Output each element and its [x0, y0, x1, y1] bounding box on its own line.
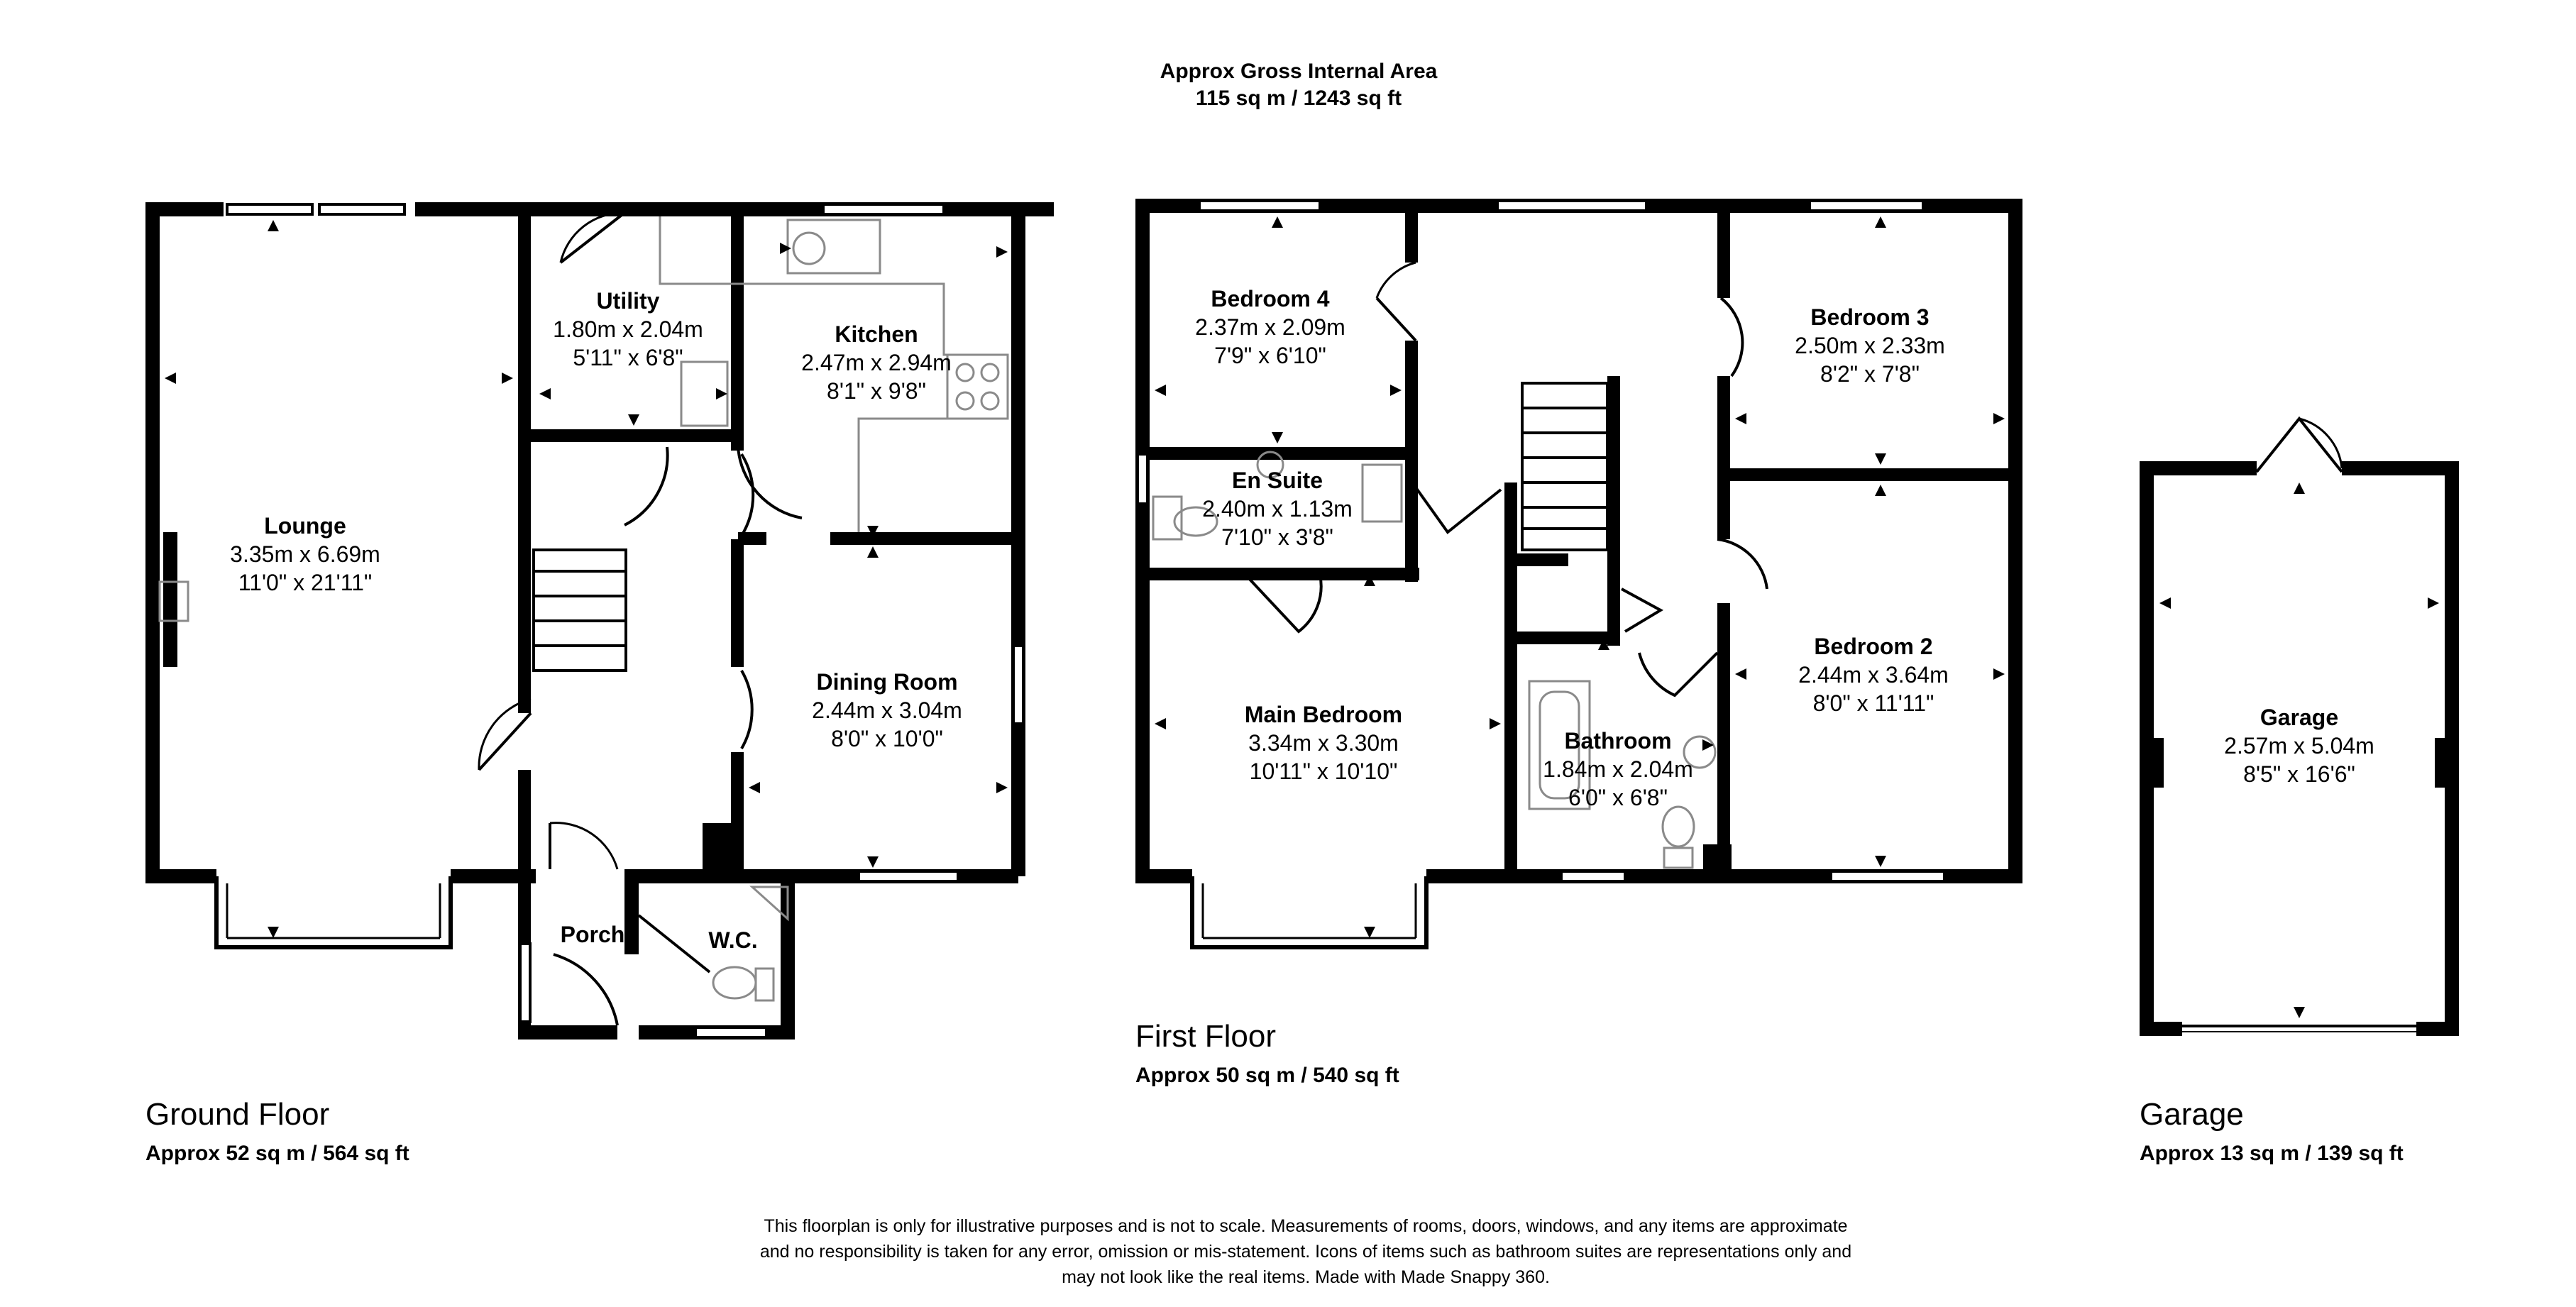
kitchen-name: Kitchen [835, 321, 918, 347]
first-windows [1136, 199, 1946, 883]
first-floor-area: Approx 50 sq m / 540 sq ft [1135, 1064, 1399, 1087]
wc-fixtures [712, 886, 789, 1002]
lounge-name: Lounge [264, 513, 346, 539]
dining-imperial: 8'0" x 10'0" [831, 726, 943, 751]
utility-name: Utility [597, 288, 660, 314]
first-floor-title: First Floor [1135, 1019, 1276, 1054]
garage-dimension-arrows [2159, 482, 2439, 1018]
garage-walls [2140, 461, 2459, 1036]
utility-metric: 1.80m x 2.04m [553, 316, 703, 342]
garage-doors [2182, 416, 2416, 1032]
garage-metric: 2.57m x 5.04m [2224, 733, 2374, 759]
garage-area: Approx 13 sq m / 139 sq ft [2140, 1142, 2404, 1165]
bathroom-metric: 1.84m x 2.04m [1543, 756, 1693, 782]
dining-name: Dining Room [816, 669, 957, 695]
wc-name: W.C. [708, 927, 757, 953]
disclaimer-line-3: may not look like the real items. Made w… [1062, 1267, 1550, 1287]
first-doors [1244, 261, 1768, 697]
bedroom4-name: Bedroom 4 [1211, 286, 1329, 311]
fireplace-icon [158, 580, 189, 622]
first-stairs [1521, 382, 1609, 551]
kitchen-imperial: 8'1" x 9'8" [827, 378, 926, 404]
kitchen-metric: 2.47m x 2.94m [801, 350, 952, 375]
bedroom2-name: Bedroom 2 [1814, 634, 1932, 659]
bedroom3-name: Bedroom 3 [1810, 304, 1929, 330]
bedroom4-metric: 2.37m x 2.09m [1195, 314, 1345, 340]
ground-floor-title: Ground Floor [145, 1097, 329, 1132]
bedroom4-imperial: 7'9" x 6'10" [1214, 343, 1326, 368]
lounge-imperial: 11'0" x 21'11" [238, 570, 373, 595]
ground-floor-walls [145, 202, 1054, 1039]
dining-metric: 2.44m x 3.04m [812, 697, 962, 723]
bedroom2-metric: 2.44m x 3.64m [1798, 662, 1949, 688]
first-dimension-arrows [1155, 216, 2005, 938]
garage-title: Garage [2140, 1097, 2244, 1132]
ground-stairs [532, 548, 627, 672]
ensuite-imperial: 7'10" x 3'8" [1221, 524, 1333, 550]
lounge-bay-window [214, 876, 453, 949]
main-bedroom-bay-window [1190, 876, 1429, 949]
first-floor-plan [1135, 199, 2022, 949]
utility-imperial: 5'11" x 6'8" [573, 345, 683, 370]
bedroom3-imperial: 8'2" x 7'8" [1820, 361, 1920, 387]
bathroom-name: Bathroom [1564, 728, 1671, 754]
ensuite-name: En Suite [1232, 468, 1323, 493]
garage-plan [2140, 416, 2459, 1036]
bathroom-fixtures [1152, 451, 1717, 869]
ground-doors [478, 211, 803, 1026]
bathroom-imperial: 6'0" x 6'8" [1568, 785, 1668, 810]
ground-windows [226, 203, 1025, 1039]
bedroom3-metric: 2.50m x 2.33m [1795, 333, 1945, 358]
disclaimer-line-2: and no responsibility is taken for any e… [760, 1242, 1851, 1262]
main-bedroom-imperial: 10'11" x 10'10" [1250, 759, 1398, 784]
disclaimer-line-1: This floorplan is only for illustrative … [764, 1216, 1847, 1236]
garage-name: Garage [2260, 705, 2338, 730]
first-floor-walls [1135, 199, 2022, 883]
ground-floor-plan [145, 202, 1054, 1039]
main-bedroom-name: Main Bedroom [1245, 702, 1402, 727]
garage-imperial: 8'5" x 16'6" [2243, 761, 2355, 787]
gross-area-value: 115 sq m / 1243 sq ft [1196, 87, 1402, 110]
ensuite-metric: 2.40m x 1.13m [1202, 496, 1353, 522]
lounge-metric: 3.35m x 6.69m [230, 541, 380, 567]
bedroom2-imperial: 8'0" x 11'11" [1813, 690, 1934, 716]
ground-floor-area: Approx 52 sq m / 564 sq ft [145, 1142, 409, 1165]
ground-dimension-arrows [165, 220, 1008, 938]
gross-area-title: Approx Gross Internal Area [1160, 60, 1438, 83]
main-bedroom-metric: 3.34m x 3.30m [1248, 730, 1399, 756]
porch-name: Porch [561, 922, 625, 947]
